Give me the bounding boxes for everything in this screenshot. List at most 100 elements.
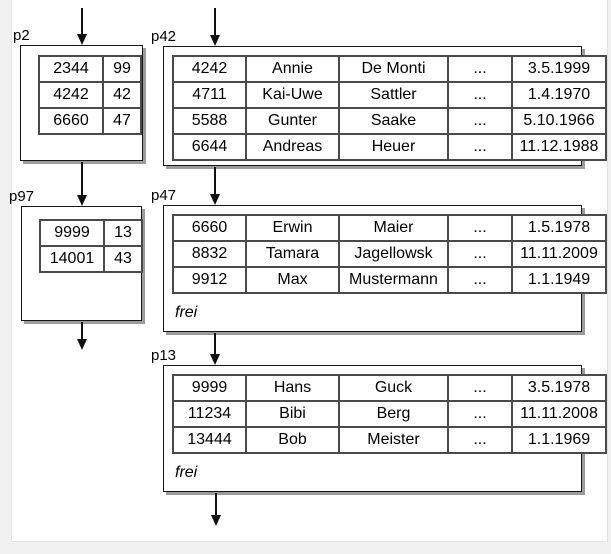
table-cell: 5588 [172,107,247,135]
table-cell: 99 [102,55,142,83]
table-cell: 5.10.1966 [511,107,607,135]
table-cell: 11.12.1988 [511,133,607,161]
arrow-line [81,162,83,196]
arrow-head-icon [77,34,87,45]
table-cell: Heuer [338,133,449,161]
table-cell: ... [447,426,513,454]
table-cell: De Monti [338,55,449,83]
table-cell: Gunter [245,107,340,135]
table-cell: 3.5.1978 [511,374,607,402]
table-cell: 1.4.1970 [511,81,607,109]
table-cell: Tamara [245,240,340,268]
table-cell: Mustermann [338,266,449,294]
table-cell: ... [447,400,513,428]
table-cell: Sattler [338,81,449,109]
arrow-line [214,8,216,35]
table-cell: Bob [245,426,340,454]
table-cell: Meister [338,426,449,454]
arrow-line [81,322,83,340]
table-cell: 3.5.1999 [511,55,607,83]
table-cell: 13 [103,219,143,247]
table-cell: Jagellowsk [338,240,449,268]
table-cell: Saake [338,107,449,135]
table-cell: 6660 [38,107,104,135]
table-cell: Andreas [245,133,340,161]
table-cell: 4242 [38,81,104,109]
table-cell: 47 [102,107,142,135]
table-cell: 8832 [172,240,247,268]
table-cell: Erwin [245,214,340,242]
arrow-line [81,8,83,35]
page-label-p2: p2 [13,27,30,44]
table-cell: 13444 [172,426,247,454]
table-cell: 4711 [172,81,247,109]
arrow-head-icon [77,339,87,350]
table-cell: 1.5.1978 [511,214,607,242]
table-cell: ... [447,81,513,109]
table-cell: 2344 [38,55,104,83]
table-cell: 11.11.2009 [511,240,607,268]
arrow-line [215,493,217,516]
table-cell: ... [447,107,513,135]
table-cell: Guck [338,374,449,402]
table-cell: ... [447,55,513,83]
table-cell: Maier [338,214,449,242]
table-cell: ... [447,374,513,402]
table-cell: 43 [103,245,143,273]
arrow-line [214,333,216,355]
page-label-p13: p13 [151,347,177,364]
table-cell: 9912 [172,266,247,294]
arrow-head-icon [210,194,220,205]
table-cell: ... [447,266,513,294]
table-cell: 6644 [172,133,247,161]
page-label-p47: p47 [151,187,177,204]
table-cell: 1.1.1949 [511,266,607,294]
free-space-label-p13: frei [175,464,198,481]
arrow-head-icon [211,515,221,526]
arrow-head-icon [210,354,220,365]
table-cell: 11.11.2008 [511,400,607,428]
table-cell: Annie [245,55,340,83]
table-cell: Hans [245,374,340,402]
arrow-line [214,167,216,195]
table-cell: 9999 [39,219,105,247]
page-label-p97: p97 [9,188,35,205]
table-cell: 11234 [172,400,247,428]
table-cell: Bibi [245,400,340,428]
table-cell: Max [245,266,340,294]
table-cell: Berg [338,400,449,428]
table-cell: ... [447,133,513,161]
table-cell: 4242 [172,55,247,83]
table-cell: 42 [102,81,142,109]
table-cell: 6660 [172,214,247,242]
table-cell: ... [447,214,513,242]
page-label-p42: p42 [151,28,177,45]
arrow-head-icon [210,35,220,46]
table-cell: Kai-Uwe [245,81,340,109]
